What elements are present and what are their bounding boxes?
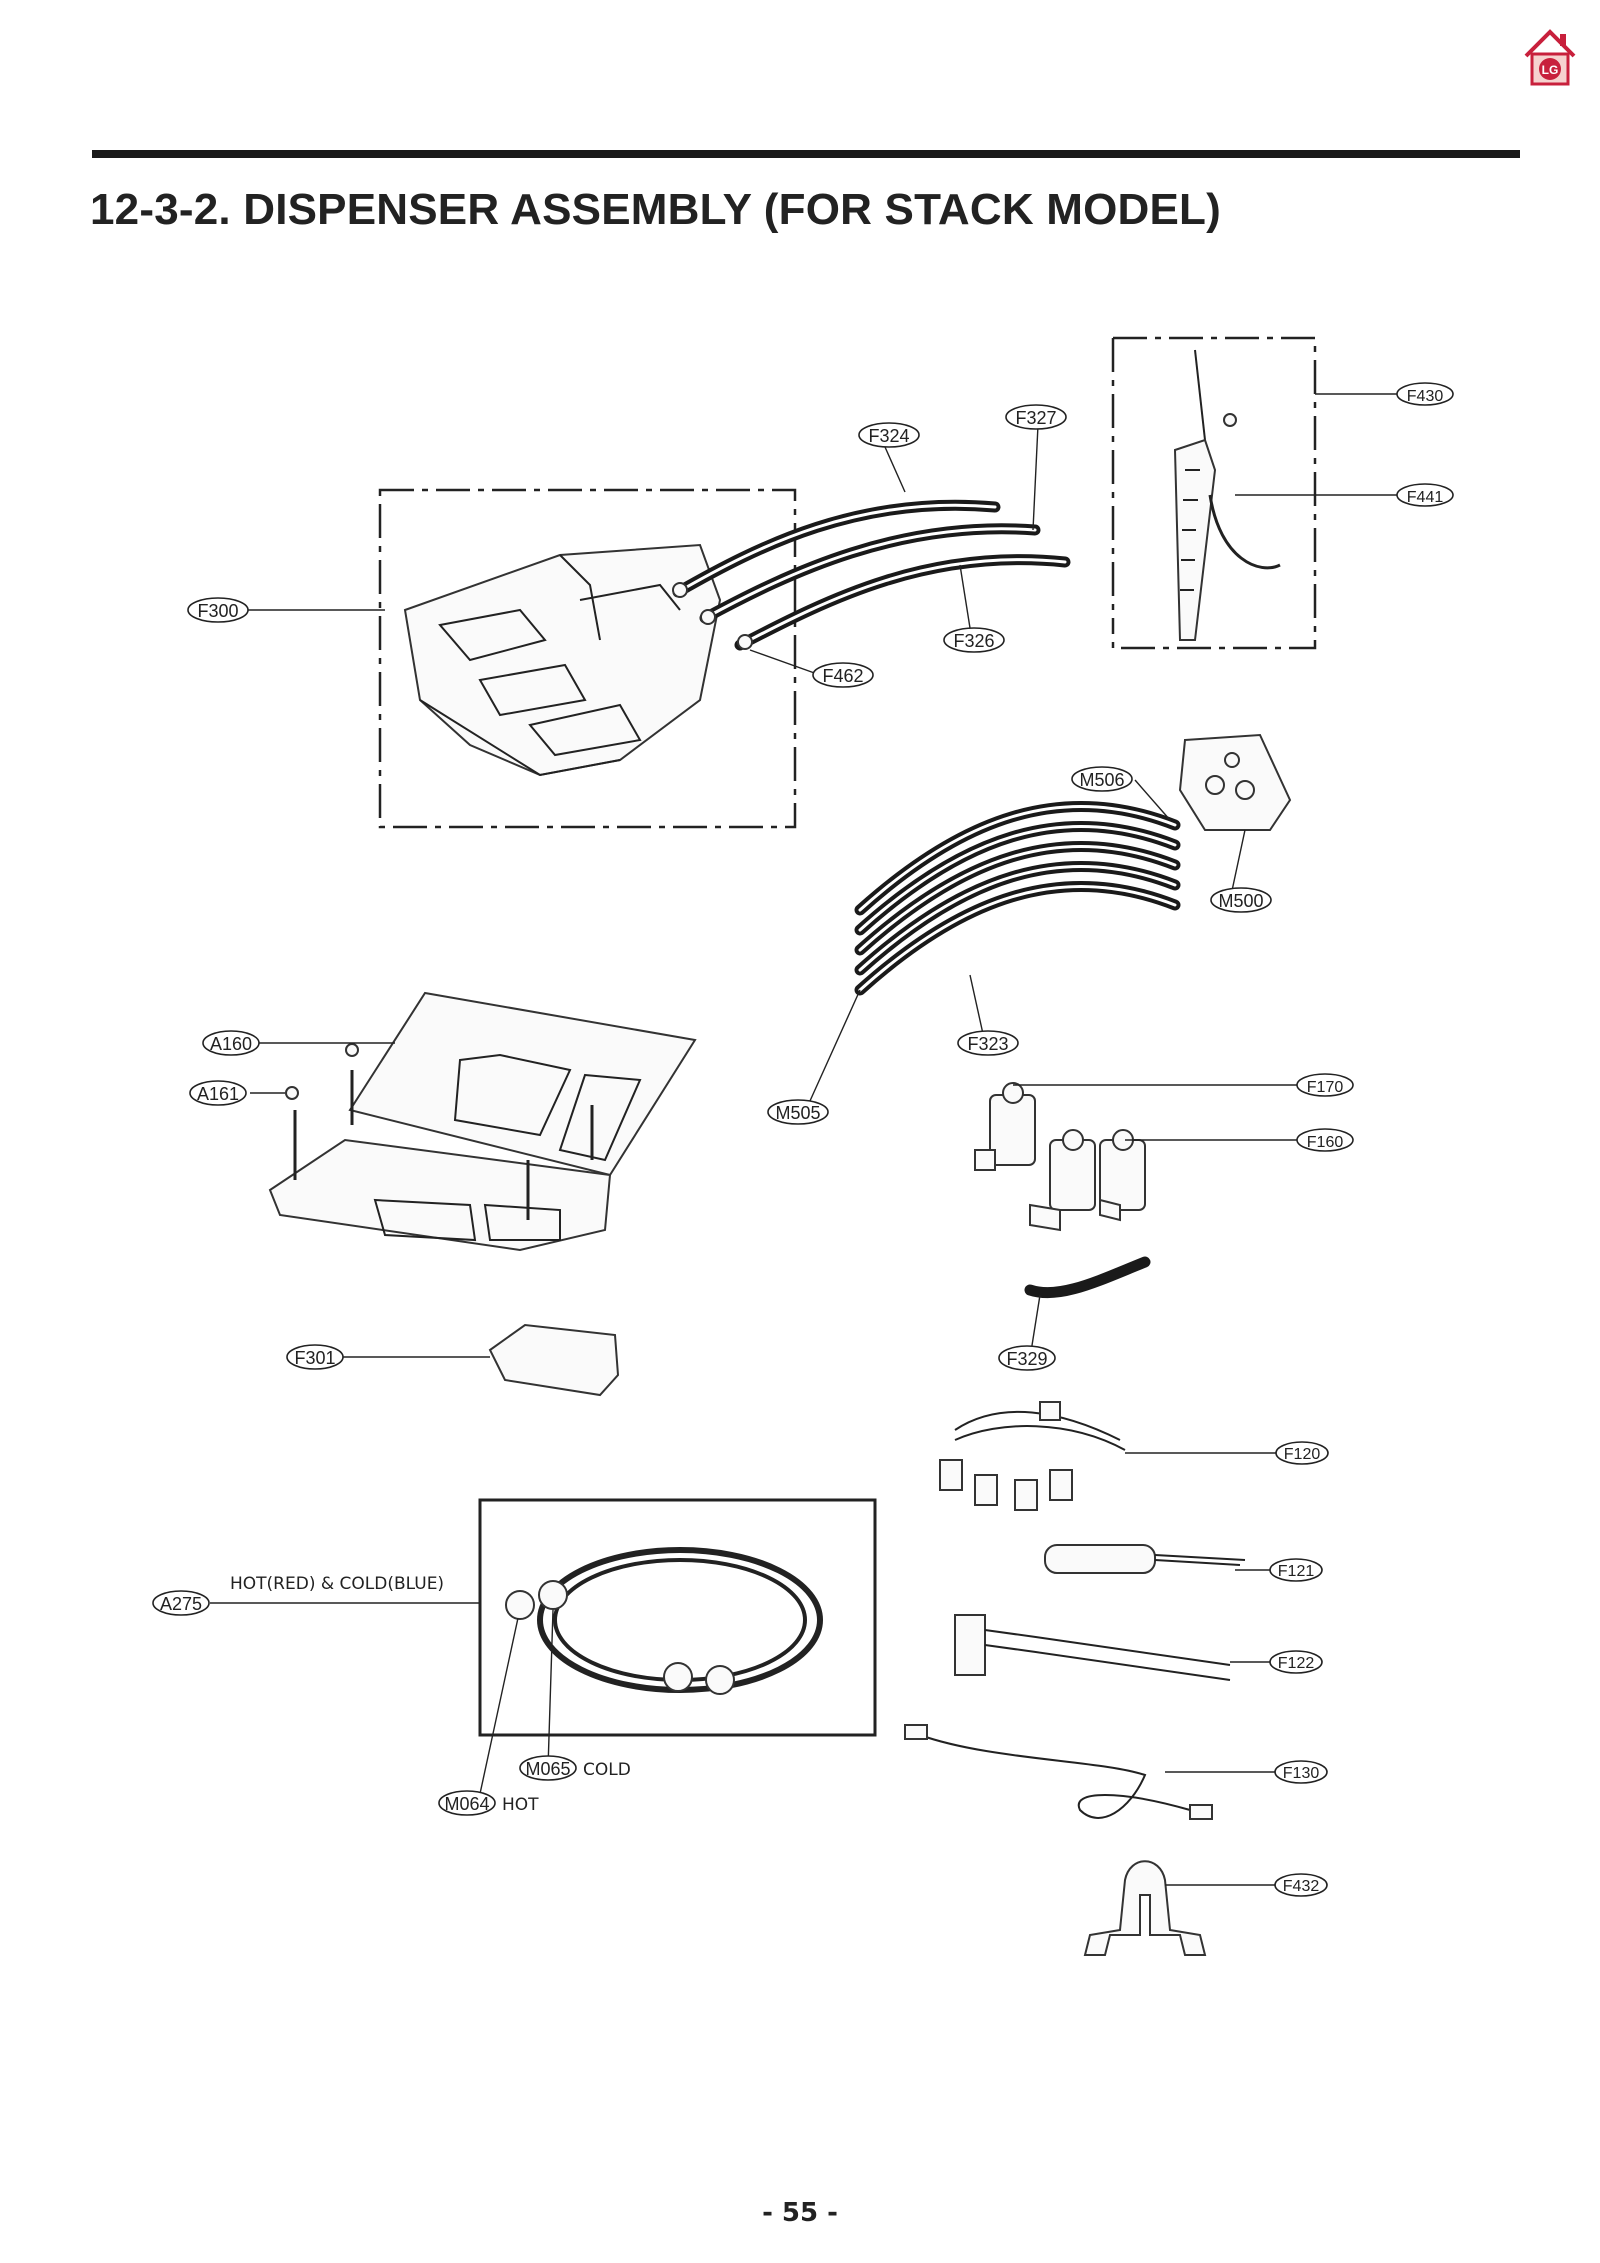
dispenser-housing-group	[378, 488, 797, 829]
callout-A161: A161	[189, 1080, 247, 1106]
svg-text:M506: M506	[1079, 770, 1124, 790]
callout-F301: F301	[286, 1344, 344, 1370]
svg-text:F170: F170	[1307, 1079, 1344, 1096]
callout-F323: F323	[957, 1030, 1019, 1056]
vent-hose-group	[1111, 336, 1317, 650]
svg-text:LG: LG	[1542, 63, 1559, 77]
page-title: 12-3-2. DISPENSER ASSEMBLY (FOR STACK MO…	[90, 185, 1221, 234]
callout-M506: M506	[1071, 766, 1133, 792]
callout-F326: F326	[943, 627, 1005, 653]
svg-text:F300: F300	[197, 601, 238, 621]
svg-text:F329: F329	[1006, 1349, 1047, 1369]
callout-F130: F130	[1274, 1760, 1328, 1784]
svg-text:A160: A160	[210, 1034, 252, 1054]
callout-F120: F120	[1275, 1441, 1329, 1465]
callout-F441: F441	[1396, 483, 1454, 507]
svg-text:M065: M065	[525, 1759, 570, 1779]
svg-text:F122: F122	[1278, 1655, 1315, 1672]
callout-F432: F432	[1274, 1873, 1328, 1897]
valve-manifold-group	[854, 733, 1292, 996]
svg-text:F301: F301	[294, 1348, 335, 1368]
svg-text:F160: F160	[1307, 1134, 1344, 1151]
callout-F462: F462	[812, 662, 874, 688]
callout-F324: F324	[858, 422, 920, 448]
manifold-hose-bundle	[854, 801, 1181, 996]
svg-text:F430: F430	[1407, 388, 1444, 405]
callout-M065: M065	[519, 1755, 577, 1781]
callout-F327: F327	[1005, 404, 1067, 430]
callout-F430: F430	[1396, 382, 1454, 406]
hot-note: HOT	[502, 1795, 539, 1815]
callout-M064: M064	[438, 1790, 496, 1816]
dispenser-housing-drawing	[403, 543, 722, 777]
dispenser-cap-tray	[268, 991, 697, 1252]
svg-text:A161: A161	[197, 1084, 239, 1104]
leader-lines	[210, 393, 1400, 1886]
svg-text:F462: F462	[822, 666, 863, 686]
svg-text:M064: M064	[444, 1794, 489, 1814]
detergent-cup	[488, 1323, 620, 1397]
water-valves	[974, 1082, 1146, 1232]
callout-M500: M500	[1210, 887, 1272, 913]
callout-F300: F300	[187, 597, 249, 623]
callout-F122: F122	[1269, 1650, 1323, 1674]
header-rule	[92, 150, 1520, 158]
small-hose	[1024, 1256, 1151, 1299]
callout-F170: F170	[1296, 1073, 1354, 1097]
svg-text:F327: F327	[1015, 408, 1056, 428]
callout-F329: F329	[998, 1345, 1056, 1371]
callout-A160: A160	[202, 1030, 260, 1056]
housing-group-box	[378, 488, 797, 829]
svg-text:F121: F121	[1278, 1563, 1315, 1580]
callout-F160: F160	[1296, 1128, 1354, 1152]
svg-text:M500: M500	[1218, 891, 1263, 911]
wire-harness-parts	[904, 1401, 1246, 1956]
svg-text:A275: A275	[160, 1594, 202, 1614]
svg-text:F120: F120	[1284, 1446, 1321, 1463]
callout-M505: M505	[767, 1099, 829, 1125]
callout-F121: F121	[1269, 1558, 1323, 1582]
svg-text:F441: F441	[1407, 489, 1444, 506]
cold-note: COLD	[583, 1760, 631, 1780]
svg-text:F323: F323	[967, 1034, 1008, 1054]
dispenser-hoses	[672, 499, 1071, 651]
page-number: - 55 -	[762, 2198, 838, 2228]
inlet-hose-group	[478, 1498, 877, 1737]
svg-text:F324: F324	[868, 426, 909, 446]
lg-home-icon: LG	[1524, 29, 1576, 86]
svg-text:F432: F432	[1283, 1878, 1320, 1895]
callout-A275: A275	[152, 1590, 210, 1616]
svg-text:F130: F130	[1283, 1765, 1320, 1782]
svg-text:M505: M505	[775, 1103, 820, 1123]
svg-text:F326: F326	[953, 631, 994, 651]
hose-color-note: HOT(RED) & COLD(BLUE)	[230, 1574, 444, 1594]
